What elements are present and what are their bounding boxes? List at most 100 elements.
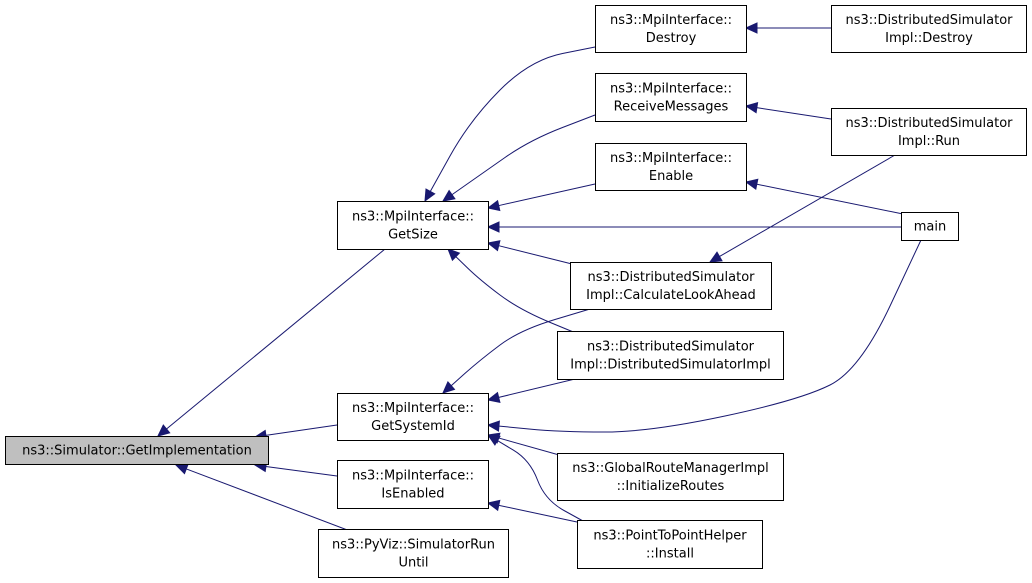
edge-line (454, 255, 584, 337)
node-ds-calc[interactable]: ns3::DistributedSimulatorImpl::Calculate… (570, 262, 772, 310)
node-get-impl[interactable]: ns3::Simulator::GetImplementation (5, 436, 269, 465)
node-label-line: Enable (649, 169, 693, 184)
edge-arrowhead (157, 424, 171, 437)
node-label-line: ns3::MpiInterface:: (352, 210, 474, 225)
edge-pyviz_run-to-get_impl (174, 463, 351, 532)
node-label-line: ns3::MpiInterface:: (352, 469, 474, 484)
node-ds-run[interactable]: ns3::DistributedSimulatorImpl::Run (831, 108, 1027, 156)
edge-arrowhead (442, 380, 456, 394)
node-label-line: Impl::DistributedSimulatorImpl (570, 358, 771, 373)
node-box[interactable] (831, 5, 1027, 53)
edge-arrowhead (744, 102, 759, 114)
edge-arrowhead (744, 178, 759, 190)
node-main[interactable]: main (901, 212, 959, 241)
edge-line (165, 248, 386, 431)
node-label-line: ns3::Simulator::GetImplementation (22, 444, 252, 459)
node-ds-destroy[interactable]: ns3::DistributedSimulatorImpl::Destroy (831, 5, 1027, 53)
edge-line (264, 424, 338, 437)
edge-arrowhead (486, 499, 501, 512)
node-box[interactable] (901, 212, 959, 241)
node-label-line: GetSystemId (371, 419, 455, 434)
node-label-line: ns3::GlobalRouteManagerImpl (572, 461, 769, 476)
node-label-line: Until (398, 556, 428, 571)
node-box[interactable] (577, 520, 763, 569)
node-box[interactable] (831, 108, 1027, 156)
edge-main-to-get_system_id (486, 239, 922, 433)
node-ds-ctor[interactable]: ns3::DistributedSimulatorImpl::Distribut… (557, 331, 784, 380)
edge-line (718, 154, 896, 258)
edge-mpi_enable-to-get_size (486, 183, 596, 212)
edge-ds_ctor-to-get_system_id (486, 378, 576, 403)
node-mpi-receive[interactable]: ns3::MpiInterface::ReceiveMessages (595, 73, 747, 122)
edge-arrowhead (486, 420, 500, 432)
node-label-line: ns3::MpiInterface:: (610, 82, 732, 97)
node-p2p-install[interactable]: ns3::PointToPointHelper::Install (577, 520, 763, 569)
node-label-line: ReceiveMessages (614, 100, 729, 115)
node-label-line: Impl::Run (898, 134, 960, 149)
node-get-size[interactable]: ns3::MpiInterface::GetSize (337, 201, 489, 250)
edge-ds_calc-to-get_system_id (442, 308, 591, 394)
node-box[interactable] (557, 331, 784, 380)
edge-p2p_install-to-is_enabled (486, 499, 578, 523)
node-box[interactable] (595, 73, 747, 122)
node-label-line: ns3::DistributedSimulator (845, 13, 1013, 28)
edge-arrowhead (486, 434, 501, 446)
edge-arrowhead (486, 221, 500, 233)
edge-line (497, 244, 581, 267)
node-label-line: Impl::Destroy (885, 31, 973, 46)
node-box[interactable] (570, 262, 772, 310)
edge-arrowhead (486, 199, 501, 212)
node-label-line: Destroy (646, 31, 697, 46)
edge-line (497, 504, 578, 523)
edge-main-to-get_size (486, 221, 901, 233)
edge-arrowhead (744, 22, 758, 34)
edge-line (497, 239, 922, 433)
node-box[interactable] (595, 143, 747, 191)
edge-line (497, 183, 596, 207)
edge-mpi_receive-to-get_size (442, 114, 596, 202)
node-grm-init[interactable]: ns3::GlobalRouteManagerImpl::InitializeR… (557, 453, 784, 501)
node-is-enabled[interactable]: ns3::MpiInterface::IsEnabled (337, 460, 489, 509)
edge-ds_calc-to-get_size (486, 240, 581, 267)
edge-line (496, 439, 584, 522)
edge-main-to-mpi_enable (744, 178, 904, 215)
edge-arrowhead (486, 240, 501, 252)
edge-line (429, 46, 596, 193)
node-label-line: ns3::DistributedSimulator (845, 116, 1013, 131)
node-label-line: ::InitializeRoutes (617, 479, 725, 494)
node-box[interactable] (337, 201, 489, 250)
node-label-line: ns3::MpiInterface:: (610, 13, 732, 28)
edge-arrowhead (174, 463, 189, 475)
node-box[interactable] (595, 5, 747, 53)
edge-line (450, 308, 591, 387)
node-box[interactable] (557, 453, 784, 501)
node-box[interactable] (337, 460, 489, 509)
edges-layer (157, 22, 922, 532)
edge-arrowhead (708, 251, 723, 263)
edge-ds_run-to-ds_calc (708, 154, 896, 263)
node-label-line: ::Install (646, 547, 694, 562)
node-box[interactable] (318, 529, 509, 578)
node-mpi-destroy[interactable]: ns3::MpiInterface::Destroy (595, 5, 747, 53)
node-label-line: GetSize (388, 228, 438, 243)
node-label-line: ns3::PyViz::SimulatorRun (332, 538, 495, 553)
node-mpi-enable[interactable]: ns3::MpiInterface::Enable (595, 143, 747, 191)
edge-get_size-to-get_impl (157, 248, 386, 437)
edge-line (264, 465, 338, 477)
node-label-line: Impl::CalculateLookAhead (586, 288, 756, 303)
node-box[interactable] (337, 393, 489, 441)
edge-arrowhead (447, 248, 461, 262)
node-box[interactable] (5, 436, 269, 465)
edge-arrowhead (442, 189, 456, 202)
edge-ds_destroy-to-mpi_destroy (744, 22, 831, 34)
node-get-system-id[interactable]: ns3::MpiInterface::GetSystemId (337, 393, 489, 441)
edge-arrowhead (424, 188, 436, 203)
edge-arrowhead (486, 391, 501, 403)
edge-p2p_install-to-get_system_id (486, 434, 584, 522)
node-label-line: ns3::DistributedSimulator (587, 340, 755, 355)
nodes-layer: ns3::Simulator::GetImplementationns3::Mp… (5, 5, 1027, 578)
edge-line (185, 468, 351, 532)
